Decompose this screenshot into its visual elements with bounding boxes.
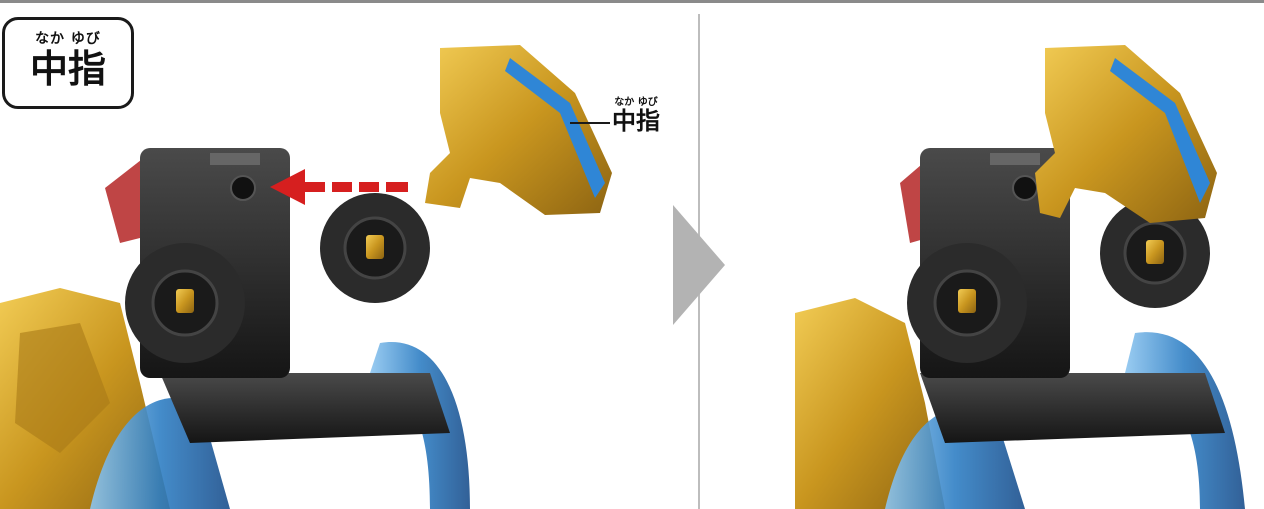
insert-arrow-icon <box>270 169 408 205</box>
top-rule <box>0 0 1264 3</box>
chevron-right-icon <box>671 205 727 325</box>
part-callout: なか ゆび 中指 <box>612 93 660 134</box>
part-callout-ruby: なか ゆび <box>614 97 658 108</box>
part-callout-kanji: 中指 <box>612 107 660 135</box>
toy-illustration-before <box>0 45 612 509</box>
callout-leader-line <box>570 122 610 124</box>
step-after-panel <box>705 3 1264 509</box>
toy-illustration-after <box>795 45 1245 509</box>
step-label-kanji: 中指 <box>29 47 106 91</box>
step-label-badge: なか ゆび 中指 <box>2 17 134 109</box>
step-label-ruby: なか ゆび <box>35 31 101 47</box>
step-before-panel: なか ゆび 中指 なか ゆび 中指 <box>0 3 690 509</box>
